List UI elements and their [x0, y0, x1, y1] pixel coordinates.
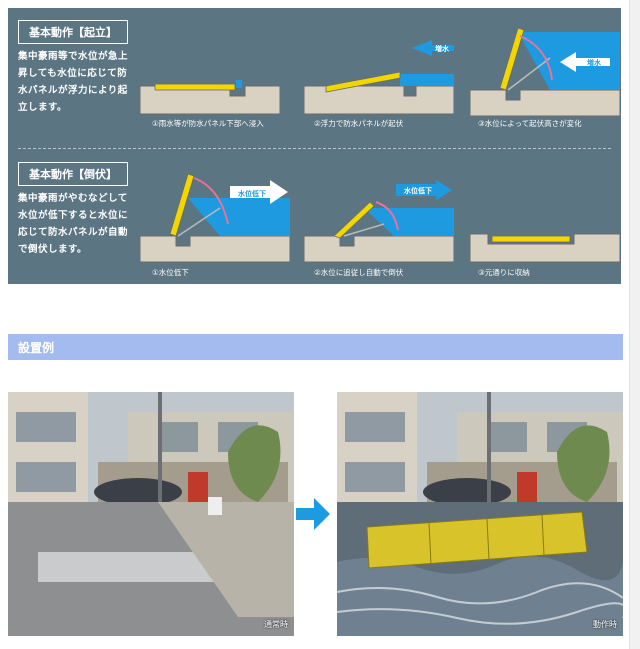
fall-step1-diagram: 水位低下 — [140, 173, 290, 263]
rise-step2-caption: ②浮力で防水パネルが起伏 — [314, 119, 404, 128]
rise-description: 集中豪雨等で水位が急上昇しても水位に応じて防水パネルが浮力により起立します。 — [18, 51, 129, 113]
rise-step2-water-label: 増水 — [435, 44, 450, 53]
rise-tag: 基本動作【起立】 — [18, 20, 128, 44]
divider — [18, 148, 611, 149]
arrow-left-icon — [560, 52, 610, 72]
fall-tag: 基本動作【倒伏】 — [18, 162, 128, 186]
photo-activated: 動作時 — [337, 392, 623, 636]
fall-step2-water-label: 水位低下 — [404, 186, 432, 195]
rise-step1-diagram — [140, 80, 280, 115]
fall-description: 集中豪雨がやむなどして水位が低下すると水位に応じて防水パネルが自動で倒伏します。 — [18, 193, 129, 255]
fall-step2-caption: ②水位に追従し自動で倒伏 — [314, 268, 404, 277]
rise-step3-diagram: 増水 — [470, 27, 620, 117]
scrollbar[interactable] — [629, 0, 640, 649]
rise-step3-water-label: 増水 — [587, 58, 602, 67]
photo-normal-label: 通常時 — [264, 620, 288, 629]
fall-step3-diagram — [470, 233, 620, 263]
photo-activated-label: 動作時 — [593, 620, 617, 629]
mechanism-panel: 基本動作【起立】 集中豪雨等で水位が急上昇しても水位に応じて防水パネルが浮力によ… — [8, 8, 621, 284]
section-title: 設置例 — [18, 341, 55, 355]
rise-step3-caption: ③水位によって起伏高さが変化 — [478, 119, 582, 128]
arrow-right-icon — [396, 180, 452, 200]
rise-step2-diagram: 増水 — [304, 40, 454, 115]
fall-step1-caption: ①水位低下 — [152, 268, 189, 277]
fall-step2-diagram: 水位低下 — [304, 180, 454, 263]
fall-step3-caption: ③元通りに収納 — [478, 268, 530, 277]
arrow-left-icon — [412, 40, 454, 56]
fall-step1-water-label: 水位低下 — [238, 189, 266, 198]
photo-normal: 通常時 — [8, 392, 294, 636]
arrow-right-icon — [296, 498, 330, 530]
section-header: 設置例 — [8, 334, 623, 360]
arrow-right-icon — [230, 180, 288, 204]
rise-step1-caption: ①雨水等が防水パネル下部へ浸入 — [152, 119, 264, 128]
